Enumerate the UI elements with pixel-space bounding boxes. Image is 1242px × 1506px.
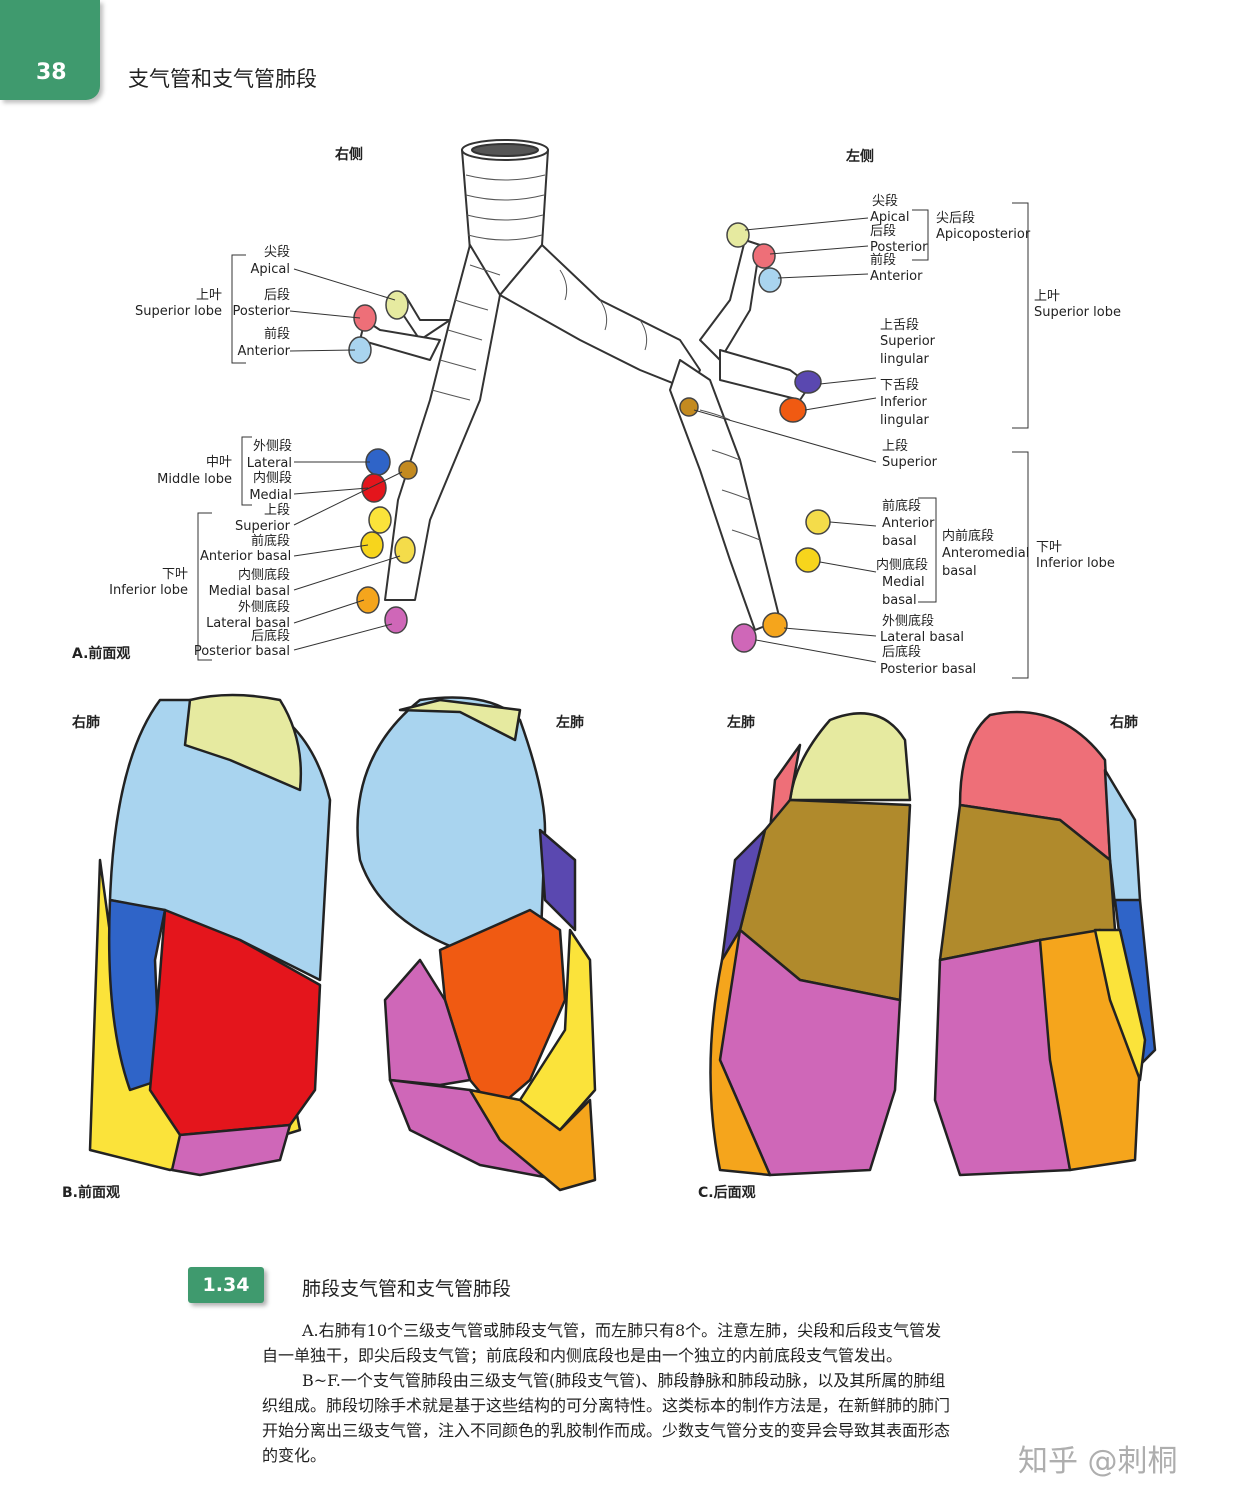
- l-anterior-basal-en1: Anterior: [882, 516, 935, 531]
- l-inferior-lobe-en: Inferior lobe: [1036, 556, 1115, 571]
- figure-title: 肺段支气管和支气管肺段: [302, 1278, 512, 1300]
- r-posterior-en: Posterior: [232, 304, 290, 319]
- figure-number-badge: 1.34: [188, 1267, 264, 1303]
- l-superior-lingular-cn: 上舌段: [880, 318, 920, 333]
- r-posterior-basal-en: Posterior basal: [193, 644, 290, 659]
- l-inferior-lingular-cn: 下舌段: [880, 378, 920, 393]
- r-anterior-en: Anterior: [237, 344, 290, 359]
- r-superior-lobe-cn: 上叶: [195, 288, 222, 303]
- r-middle-lobe-en: Middle lobe: [157, 472, 232, 487]
- page-title: 支气管和支气管肺段: [128, 67, 317, 91]
- l-anterior-basal-cn: 前底段: [882, 499, 922, 514]
- page-number-tab: [0, 0, 100, 100]
- l-posterior-cn: 后段: [870, 224, 897, 239]
- r-medial-basal-en: Medial basal: [208, 584, 290, 599]
- l-medial-basal-en1: Medial: [882, 575, 925, 590]
- panel-a-caption: A.前面观: [72, 646, 131, 662]
- panel-b-right-lung-label: 右肺: [72, 715, 100, 731]
- r-anterior-basal-en: Anterior basal: [200, 549, 292, 564]
- l-apical-cn: 尖段: [872, 194, 899, 209]
- r-lateral-en: Lateral: [246, 456, 292, 471]
- panel-b-caption: B.前面观: [62, 1185, 120, 1201]
- r-apical-en: Apical: [250, 262, 290, 277]
- caption-paragraph-2: B~F.一个支气管肺段由三级支气管(肺段支气管)、肺段静脉和肺段动脉，以及其所属…: [262, 1371, 951, 1465]
- l-superior-lingular-en2: lingular: [880, 352, 929, 367]
- right-side-label: 右侧: [335, 147, 363, 163]
- panel-c-right-lung: [933, 710, 1157, 1177]
- panel-c-caption: C.后面观: [698, 1185, 756, 1201]
- r-posterior-basal-cn: 后底段: [250, 629, 290, 644]
- l-apical-en: Apical: [870, 210, 910, 225]
- figure-caption: A.右肺有10个三级支气管或肺段支气管，而左肺只有8个。注意左肺，尖段和后段支气…: [262, 1318, 952, 1468]
- panel-c-left-lung: [709, 712, 912, 1177]
- panel-c-right-lung-label: 右肺: [1110, 715, 1138, 731]
- l-anteromedial-cn: 内前底段: [942, 529, 995, 544]
- l-superior-seg-cn: 上段: [882, 439, 909, 454]
- r-anterior-cn: 前段: [263, 327, 290, 342]
- l-inferior-lobe-cn: 下叶: [1036, 540, 1063, 555]
- l-superior-lobe-cn: 上叶: [1034, 289, 1061, 304]
- r-superior-seg-cn: 上段: [263, 503, 290, 518]
- l-anterior-cn: 前段: [870, 253, 897, 268]
- panel-c-left-lung-label: 左肺: [727, 715, 755, 731]
- l-apicoposterior-en: Apicoposterior: [936, 227, 1031, 242]
- left-segment-tips: [679, 222, 831, 653]
- r-inferior-lobe-en: Inferior lobe: [109, 583, 188, 598]
- caption-paragraph-1: A.右肺有10个三级支气管或肺段支气管，而左肺只有8个。注意左肺，尖段和后段支气…: [262, 1321, 942, 1365]
- r-medial-basal-cn: 内侧底段: [237, 568, 290, 583]
- l-superior-lingular-en1: Superior: [880, 334, 935, 349]
- panel-b-left-lung: [356, 696, 597, 1192]
- l-lateral-basal-cn: 外侧底段: [882, 614, 935, 629]
- page-number: 38: [36, 60, 67, 85]
- l-apicoposterior-cn: 尖后段: [936, 211, 976, 226]
- r-medial-en: Medial: [249, 488, 292, 503]
- l-superior-lobe-en: Superior lobe: [1034, 305, 1121, 320]
- l-lateral-basal-en: Lateral basal: [880, 630, 964, 645]
- l-anterior-en: Anterior: [870, 269, 923, 284]
- l-anteromedial-en1: Anteromedial: [942, 546, 1030, 561]
- l-medial-basal-cn: 内侧底段: [876, 558, 929, 573]
- r-lateral-basal-cn: 外侧底段: [237, 600, 290, 615]
- r-superior-seg-en: Superior: [235, 519, 290, 534]
- l-anterior-basal-en2: basal: [882, 534, 917, 549]
- l-posterior-basal-en: Posterior basal: [880, 662, 977, 677]
- panel-b-left-lung-label: 左肺: [556, 715, 584, 731]
- left-leader-lines: [693, 202, 1029, 679]
- r-superior-lobe-en: Superior lobe: [135, 304, 222, 319]
- left-side-label: 左侧: [846, 149, 874, 165]
- r-lateral-cn: 外侧段: [252, 439, 292, 454]
- bronchial-tree: [359, 139, 811, 631]
- l-superior-seg-en: Superior: [882, 455, 937, 470]
- r-inferior-lobe-cn: 下叶: [161, 567, 188, 582]
- r-middle-lobe-cn: 中叶: [205, 455, 232, 470]
- r-lateral-basal-en: Lateral basal: [206, 616, 290, 631]
- watermark: 知乎 @刺桐: [1018, 1444, 1178, 1479]
- l-posterior-en: Posterior: [870, 240, 928, 255]
- anatomy-illustration: [88, 139, 1157, 1192]
- l-posterior-basal-cn: 后底段: [882, 645, 922, 660]
- trachea-rings: [431, 174, 761, 541]
- l-inferior-lingular-en2: lingular: [880, 413, 929, 428]
- r-anterior-basal-cn: 前底段: [250, 534, 290, 549]
- panel-b-right-lung: [88, 693, 332, 1177]
- l-medial-basal-en2: basal: [882, 593, 917, 608]
- right-leader-lines: [197, 254, 403, 661]
- r-medial-cn: 内侧段: [252, 471, 292, 486]
- l-inferior-lingular-en1: Inferior: [880, 395, 927, 410]
- r-apical-cn: 尖段: [263, 245, 290, 260]
- l-anteromedial-en2: basal: [942, 564, 977, 579]
- r-posterior-cn: 后段: [263, 288, 290, 303]
